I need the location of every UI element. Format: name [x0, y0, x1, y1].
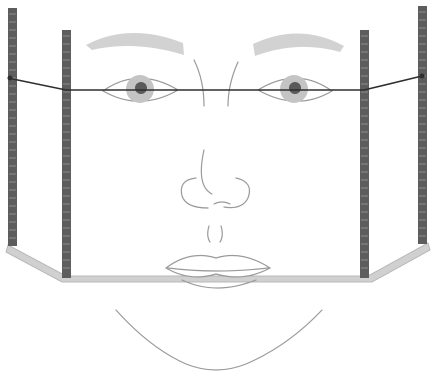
post-outer-left: [8, 8, 17, 246]
lips: [166, 256, 270, 277]
post-outer-right: [418, 6, 427, 244]
wire-anchor-right: [420, 74, 425, 79]
post-inner-left: [62, 30, 71, 278]
post-inner-right: [360, 30, 369, 278]
jawline: [116, 310, 322, 370]
post-outer-right-bar: [418, 6, 427, 244]
nose-outline: [181, 150, 249, 208]
right-eyebrow: [253, 33, 344, 56]
left-eyebrow: [86, 33, 184, 55]
left-pupil: [135, 82, 147, 94]
posts-group: [8, 6, 427, 278]
right-pupil: [289, 82, 301, 94]
nose-bridge-right: [228, 62, 238, 106]
philtrum: [208, 226, 223, 242]
post-outer-left-bar: [8, 8, 17, 246]
post-inner-right-bar: [360, 30, 369, 278]
post-inner-left-bar: [62, 30, 71, 278]
wire-anchor-left: [8, 76, 13, 81]
nose-bridge-left: [194, 60, 204, 106]
